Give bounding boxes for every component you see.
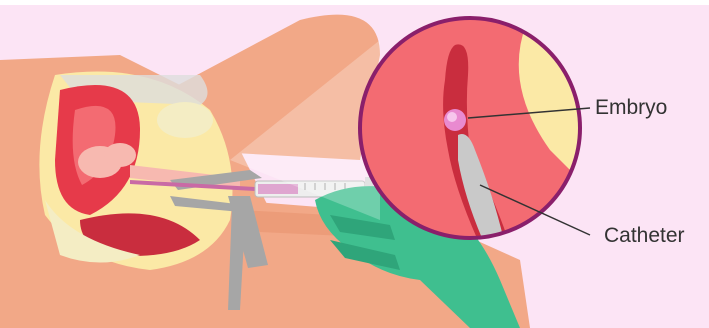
- fat-pad: [157, 102, 213, 138]
- top-white-strip: [0, 0, 709, 5]
- cervix: [104, 143, 136, 167]
- catheter-label: Catheter: [604, 224, 685, 247]
- embryo-highlight: [447, 112, 457, 122]
- embryo-label: Embryo: [595, 96, 667, 119]
- syringe-fluid: [258, 184, 298, 194]
